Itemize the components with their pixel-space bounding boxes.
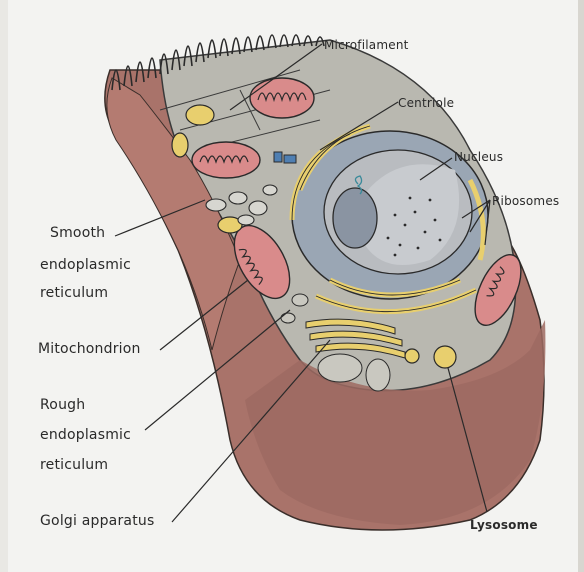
mitochondrion-1 [250, 78, 314, 118]
label-golgi-apparatus: Golgi apparatus [40, 512, 154, 531]
label-mitochondrion: Mitochondrion [38, 340, 141, 359]
label-rough-er-line3: reticulum [40, 456, 108, 475]
nucleolus [333, 188, 377, 248]
label-centriole: Centriole [398, 96, 454, 111]
label-rough-er-line1: Rough [40, 396, 85, 415]
label-microfilament: Microfilament [324, 38, 409, 53]
label-ribosomes: Ribosomes [492, 194, 559, 209]
mitochondrion-2 [192, 142, 260, 178]
label-rough-er-line2: endoplasmic [40, 426, 131, 445]
label-smooth-er-line1: Smooth [50, 224, 105, 243]
label-smooth-er-line2: endoplasmic [40, 256, 131, 275]
label-lysosome: Lysosome [470, 516, 538, 535]
label-nucleus: Nucleus [454, 150, 503, 165]
label-smooth-er-line3: reticulum [40, 284, 108, 303]
